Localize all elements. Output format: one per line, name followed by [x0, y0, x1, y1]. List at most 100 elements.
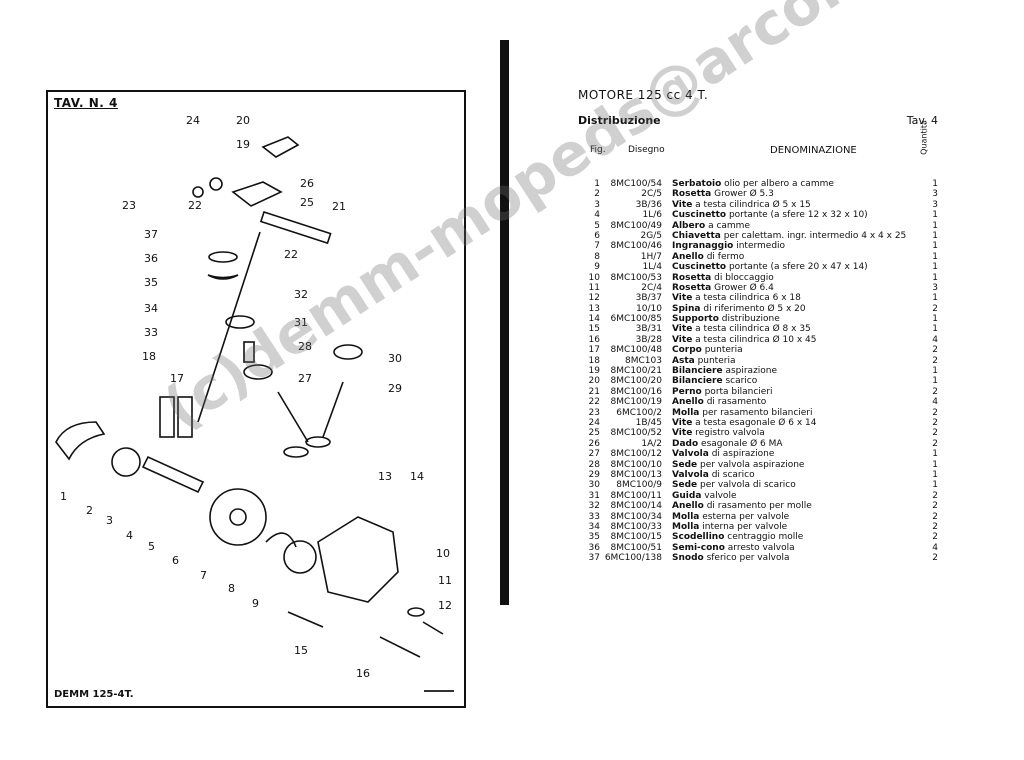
row-denominazione: Semi-cono arresto valvola — [668, 543, 922, 553]
row-part-desc: a testa cilindrica Ø 8 x 35 — [692, 324, 811, 335]
row-part-name: Dado — [672, 438, 699, 449]
row-denominazione: Serbatoio olio per albero a camme — [668, 179, 922, 189]
row-part-desc: di scarico — [708, 469, 755, 480]
row-fig: 14 — [588, 314, 600, 325]
row-part-desc: intermedio — [733, 241, 786, 252]
row-denominazione: Sede per valvola aspirazione — [668, 460, 922, 470]
bearing-9 — [283, 540, 317, 574]
row-part-name: Corpo — [672, 345, 702, 356]
callout-16: 16 — [356, 667, 370, 680]
row-fig: 25 — [588, 428, 600, 439]
tappet-17b — [177, 396, 193, 438]
row-part-desc: di riferimento Ø 5 x 20 — [700, 303, 806, 314]
row-fig: 7 — [594, 241, 600, 252]
callout-30: 30 — [388, 352, 402, 365]
row-disegno: 6MC100/85 — [610, 314, 662, 325]
row-quantity: 1 — [932, 293, 938, 304]
row-quantity: 2 — [932, 501, 938, 512]
row-part-desc: arresto valvola — [724, 542, 795, 553]
row-disegno: 2C/4 — [641, 282, 662, 293]
row-part-desc: portante (a sfere 20 x 47 x 14) — [726, 262, 868, 273]
row-denominazione: Vite a testa cilindrica Ø 8 x 35 — [668, 324, 922, 334]
row-part-name: Cuscinetto — [672, 262, 727, 273]
callout-25: 25 — [300, 196, 314, 209]
row-part-name: Sede — [672, 459, 698, 470]
row-quantity: 1 — [932, 251, 938, 262]
row-disegno: 8MC100/49 — [610, 220, 662, 231]
row-part-desc: distribuzione — [718, 314, 780, 325]
washer-32 — [225, 315, 255, 329]
row-fig: 35 — [588, 532, 600, 543]
callout-8: 8 — [228, 582, 235, 595]
row-part-desc: di bloccaggio — [711, 272, 774, 283]
row-part-name: Anello — [672, 397, 704, 408]
row-quantity: 1 — [932, 469, 938, 480]
row-denominazione: Ingranaggio intermedio — [668, 241, 922, 251]
row-disegno: 6MC100/2 — [616, 407, 662, 418]
row-denominazione: Vite a testa cilindrica Ø 10 x 45 — [668, 335, 922, 345]
callout-21: 21 — [332, 200, 346, 213]
row-disegno: 8MC100/12 — [610, 449, 662, 460]
row-disegno: 8MC103 — [625, 355, 662, 366]
callout-33: 33 — [144, 326, 158, 339]
row-disegno: 8MC100/9 — [616, 480, 662, 491]
row-part-name: Albero — [672, 220, 706, 231]
callout-1: 1 — [60, 490, 67, 503]
row-denominazione: Supporto distribuzione — [668, 314, 922, 324]
callout-22a: 22 — [188, 199, 202, 212]
oil-reservoir-1 — [55, 421, 106, 461]
row-disegno: 1H/7 — [640, 251, 662, 262]
callout-26: 26 — [300, 177, 314, 190]
row-quantity: 2 — [932, 355, 938, 366]
camshaft-5 — [141, 455, 205, 494]
rocker-pin-21 — [259, 210, 332, 245]
callout-3: 3 — [106, 514, 113, 527]
row-quantity: 3 — [932, 199, 938, 210]
valve-seat-28 — [243, 364, 273, 380]
row-fig: 37 — [588, 553, 600, 564]
row-denominazione: Corpo punteria — [668, 345, 922, 355]
row-fig: 17 — [588, 345, 600, 356]
row-quantity: 1 — [932, 366, 938, 377]
row-disegno: 8MC100/51 — [610, 542, 662, 553]
row-quantity: 1 — [932, 449, 938, 460]
row-part-desc: per valvola di scarico — [697, 480, 796, 491]
row-quantity: 4 — [932, 334, 938, 345]
table-header: Fig. Disegno DENOMINAZIONE Quantità — [578, 120, 938, 179]
row-disegno: 8MC100/14 — [610, 501, 662, 512]
row-fig: 5 — [594, 220, 600, 231]
row-fig: 13 — [588, 303, 600, 314]
row-disegno: 8MC100/48 — [610, 345, 662, 356]
row-disegno: 8MC100/54 — [610, 179, 662, 189]
row-fig: 16 — [588, 334, 600, 345]
row-part-name: Semi-cono — [672, 542, 725, 553]
row-fig: 18 — [588, 355, 600, 366]
row-part-name: Vite — [672, 428, 693, 439]
row-part-name: Valvola — [672, 449, 709, 460]
row-denominazione: Snodo sferico per valvola — [668, 553, 922, 563]
row-fig: 33 — [588, 511, 600, 522]
row-part-name: Perno — [672, 386, 702, 397]
row-fig: 19 — [588, 366, 600, 377]
row-part-name: Sede — [672, 480, 698, 491]
row-disegno: 3B/37 — [635, 293, 662, 304]
row-denominazione: Cuscinetto portante (a sfere 20 x 47 x 1… — [668, 262, 922, 272]
row-fig: 29 — [588, 469, 600, 480]
row-part-name: Chiavetta — [672, 230, 721, 241]
row-fig: 32 — [588, 501, 600, 512]
row-fig: 26 — [588, 438, 600, 449]
row-denominazione: Sede per valvola di scarico — [668, 480, 922, 490]
row-quantity: 2 — [932, 303, 938, 314]
row-denominazione: Valvola di scarico — [668, 470, 922, 480]
section-title: Distribuzione — [578, 114, 661, 127]
